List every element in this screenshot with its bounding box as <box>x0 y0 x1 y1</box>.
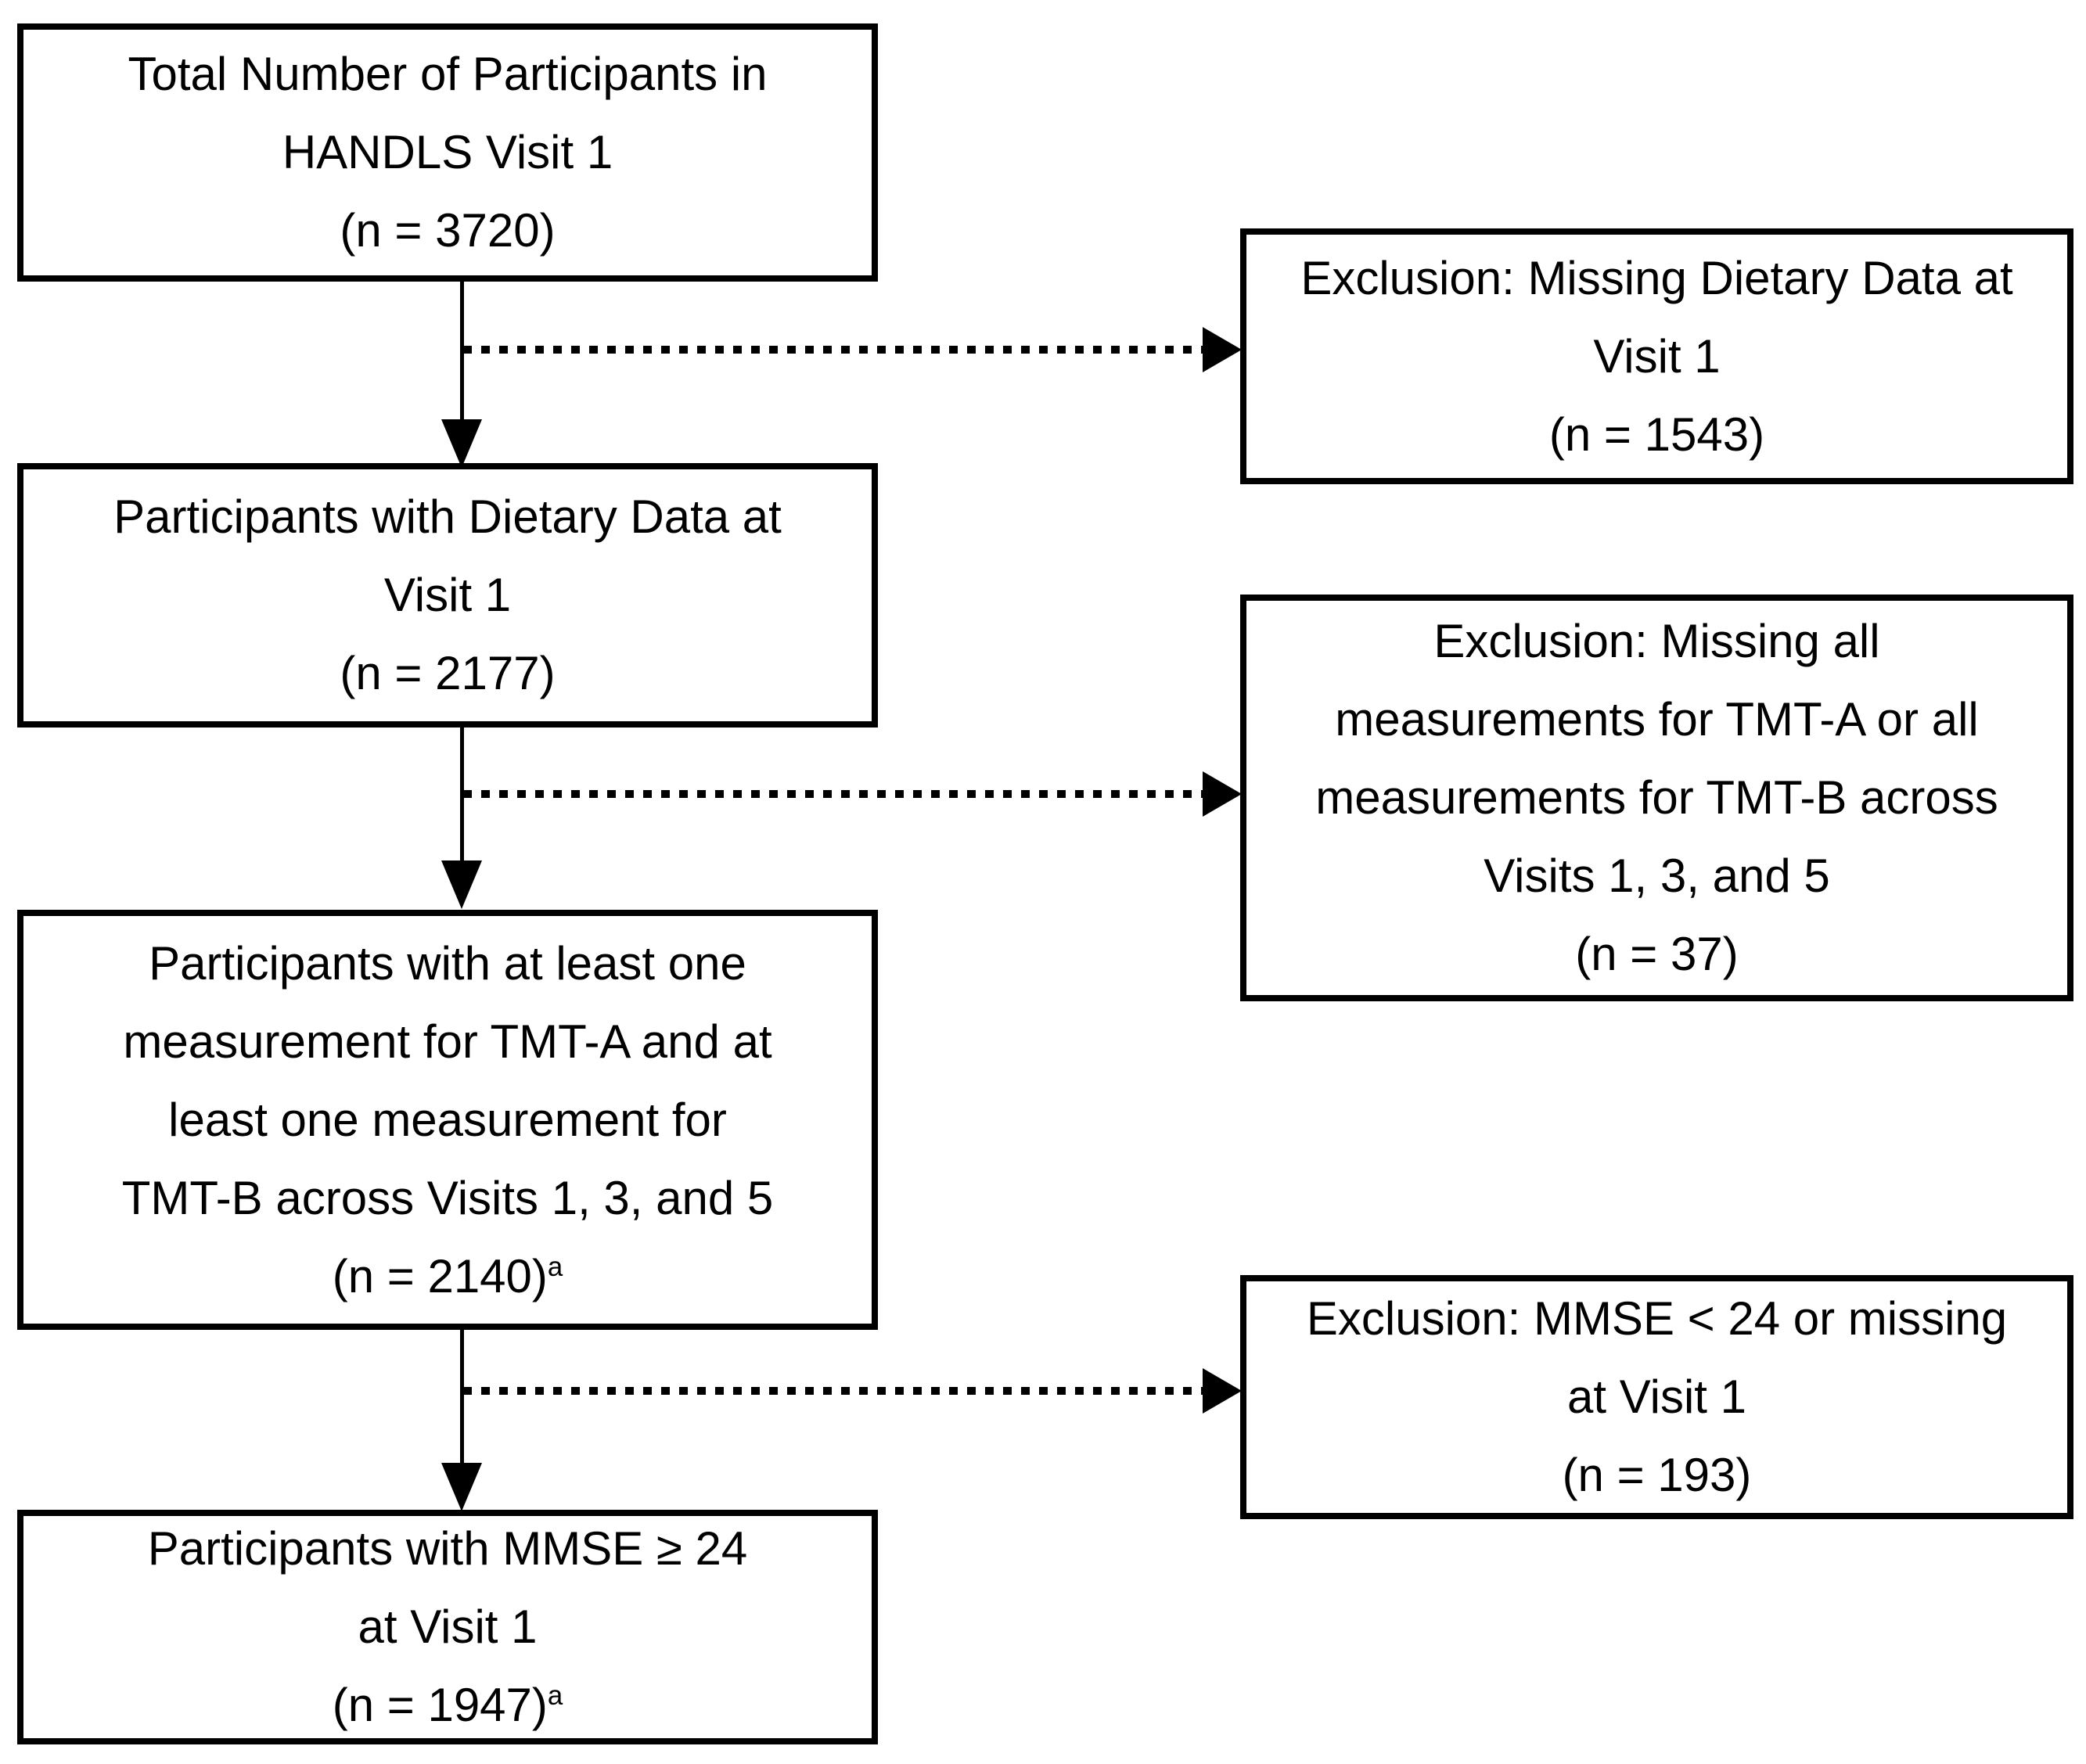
text-line: Participants with MMSE ≥ 24 <box>147 1522 748 1575</box>
text-line: Participants with at least one <box>149 936 746 990</box>
box-exclusion-dietary: Exclusion: Missing Dietary Data at Visit… <box>1240 228 2073 484</box>
n-count: (n = 1947) <box>332 1679 548 1731</box>
n-count: (n = 2177) <box>340 647 556 699</box>
n-count-line: (n = 3720) <box>340 192 555 270</box>
exclusion-arrow-dashed-1 <box>463 346 1203 354</box>
n-count: (n = 2140) <box>332 1249 548 1302</box>
exclusion-arrow-dashed-3 <box>463 1387 1203 1395</box>
text-line: Exclusion: MMSE < 24 or missing <box>1306 1292 2008 1345</box>
text-line: Visits 1, 3, and 5 <box>1484 850 1830 902</box>
flow-arrow-down-2 <box>460 728 464 864</box>
arrowhead-down-icon <box>441 419 482 468</box>
text-line: measurements for TMT-A or all <box>1335 693 1979 745</box>
box-exclusion-mmse: Exclusion: MMSE < 24 or missing at Visit… <box>1240 1275 2073 1519</box>
n-count: (n = 1543) <box>1548 408 1765 461</box>
arrowhead-right-icon <box>1203 1368 1242 1414</box>
n-count-line: (n = 2140)a <box>333 1238 563 1316</box>
text-line: TMT-B across Visits 1, 3, and 5 <box>121 1171 774 1224</box>
flow-arrow-down-3 <box>460 1330 464 1466</box>
n-count-line: (n = 2177) <box>340 634 555 713</box>
text-line: Visit 1 <box>383 569 512 621</box>
text-line: measurements for TMT-B across <box>1315 771 1998 824</box>
text-line: at Visit 1 <box>1566 1371 1746 1423</box>
n-count-line: (n = 1543) <box>1549 396 1764 474</box>
text-line: HANDLS Visit 1 <box>282 126 613 178</box>
box-mmse-included: Participants with MMSE ≥ 24 at Visit 1 (… <box>17 1510 878 1744</box>
arrowhead-right-icon <box>1203 327 1242 372</box>
text-line: Visit 1 <box>1593 329 1721 383</box>
n-count: (n = 37) <box>1575 928 1739 980</box>
footnote-marker: a <box>547 1680 563 1711</box>
exclusion-arrow-dashed-2 <box>463 790 1203 798</box>
n-count: (n = 193) <box>1562 1449 1752 1501</box>
text-line: Exclusion: Missing Dietary Data at <box>1300 251 2013 304</box>
box-dietary-data: Participants with Dietary Data at Visit … <box>17 463 878 728</box>
text-line: Total Number of Participants in <box>128 48 768 100</box>
n-count-line: (n = 1947)a <box>333 1666 563 1744</box>
text-line: Participants with Dietary Data at <box>113 490 782 543</box>
n-count-line: (n = 37) <box>1575 915 1738 993</box>
text-line: Exclusion: Missing all <box>1433 615 1880 667</box>
footnote-marker: a <box>547 1251 563 1282</box>
text-line: least one measurement for <box>168 1093 727 1146</box>
box-total-participants: Total Number of Participants in HANDLS V… <box>17 23 878 282</box>
arrowhead-down-icon <box>441 860 482 909</box>
n-count: (n = 3720) <box>340 204 556 257</box>
box-exclusion-tmt: Exclusion: Missing all measurements for … <box>1240 595 2073 1001</box>
text-line: measurement for TMT-A and at <box>123 1015 772 1068</box>
arrowhead-down-icon <box>441 1463 482 1511</box>
box-tmt-measurements: Participants with at least one measureme… <box>17 910 878 1330</box>
n-count-line: (n = 193) <box>1563 1436 1752 1514</box>
arrowhead-right-icon <box>1203 771 1242 817</box>
text-line: at Visit 1 <box>358 1601 538 1653</box>
flow-arrow-down-1 <box>460 280 464 422</box>
